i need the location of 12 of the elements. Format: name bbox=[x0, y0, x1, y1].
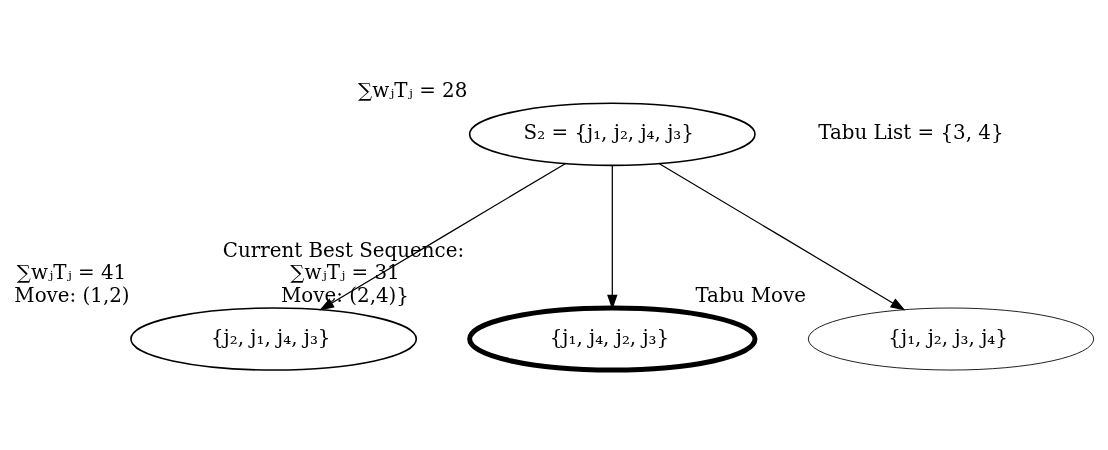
node-label: ∑wⱼTⱼ = 28 bbox=[357, 78, 468, 102]
node-ellipse: {j₁, j₂, j₃, j₄} bbox=[807, 307, 1095, 370]
arrow bbox=[658, 162, 906, 311]
node-label: Tabu Move bbox=[695, 283, 806, 307]
arrow bbox=[319, 162, 566, 311]
node-label: Move: (2,4)} bbox=[281, 283, 409, 307]
node-ellipse: {j₂, j₁, j₄, j₃} bbox=[130, 306, 418, 371]
node-label: Move: (1,2) bbox=[14, 283, 130, 307]
label: Tabu List = {3, 4} bbox=[818, 120, 1004, 144]
node-label: ∑wⱼTⱼ = 41 bbox=[16, 260, 127, 284]
node-ellipse: S₂ = {j₁, j₂, j₄, j₃} bbox=[468, 102, 756, 166]
node-ellipse: {j₁, j₄, j₂, j₃} bbox=[467, 305, 758, 373]
